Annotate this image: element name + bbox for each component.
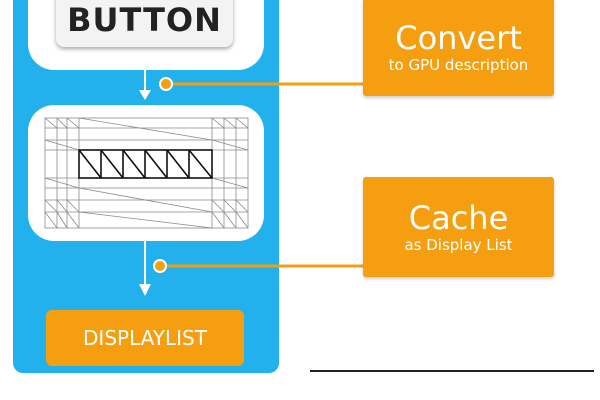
cache-box: Cache as Display List (363, 177, 554, 277)
connector-cache (153, 259, 364, 273)
displaylist-label: DISPLAYLIST (83, 326, 207, 350)
connector-convert (159, 77, 364, 91)
cache-title: Cache (408, 199, 509, 237)
divider-line (310, 370, 594, 372)
arrow-down-2 (139, 241, 151, 296)
convert-title: Convert (395, 19, 522, 57)
displaylist-box: DISPLAYLIST (46, 310, 244, 366)
button-label-box: BUTTON (56, 0, 233, 47)
arrow-down-1 (139, 70, 151, 100)
convert-box: Convert to GPU description (363, 0, 554, 96)
gpu-mesh-triangle-strip (78, 149, 213, 179)
convert-subtitle: to GPU description (388, 56, 529, 74)
cache-subtitle: as Display List (404, 236, 513, 254)
gpu-mesh-wireframe (44, 117, 249, 229)
button-label: BUTTON (67, 1, 222, 39)
